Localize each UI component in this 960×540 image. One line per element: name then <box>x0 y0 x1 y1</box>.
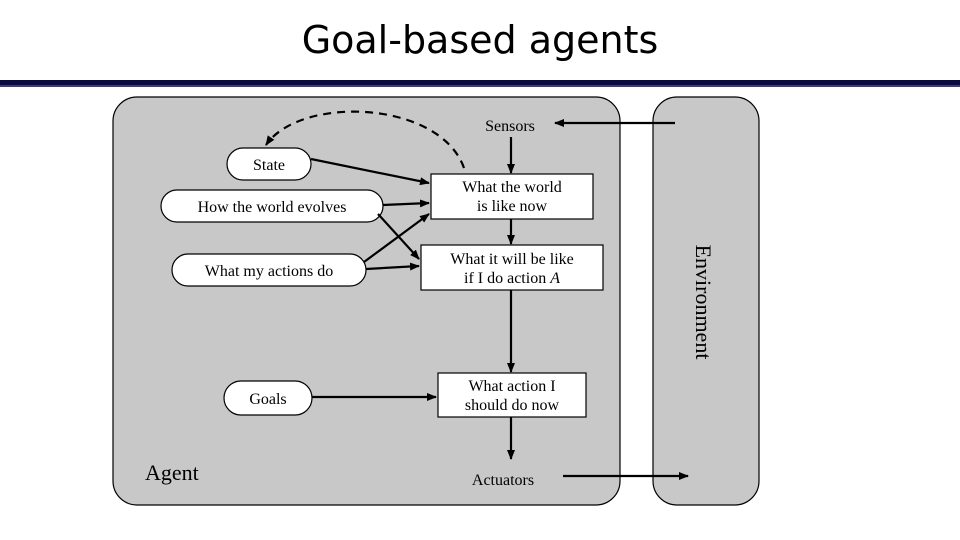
actions-to-world-if-action-arrow <box>365 262 420 271</box>
agent-panel <box>112 96 621 506</box>
actuators-label: Actuators <box>472 472 534 489</box>
world-if-action-line-2: if I do action A <box>464 270 560 287</box>
world-now-box <box>430 173 594 220</box>
world-now-to-state-feedback-arrow <box>265 110 466 169</box>
action-variable: A <box>549 270 560 287</box>
state-node <box>226 147 312 181</box>
title-divider <box>0 80 960 85</box>
action-choice-box <box>437 372 587 418</box>
action-choice-line-2: should do now <box>465 397 560 414</box>
world-evolves-node <box>160 189 384 223</box>
slide-title: Goal-based agents <box>301 18 659 62</box>
world-now-line-1: What the world <box>462 179 562 196</box>
state-label: State <box>253 157 285 174</box>
evolves-to-world-if-action-arrow <box>377 213 420 260</box>
agent-label: Agent <box>145 460 199 485</box>
state-to-world-now-arrow <box>310 157 430 186</box>
environment-panel <box>652 96 760 506</box>
actions-do-node <box>171 253 367 287</box>
world-evolves-label: How the world evolves <box>198 199 347 216</box>
environment-label: Environment <box>691 245 716 360</box>
goals-label: Goals <box>249 391 286 408</box>
world-if-action-line-2-text: if I do action <box>464 270 550 287</box>
world-now-line-2: is like now <box>477 198 548 215</box>
action-choice-line-1: What action I <box>468 378 555 395</box>
world-if-action-line-1: What it will be like <box>450 251 574 268</box>
actions-do-label: What my actions do <box>205 263 333 280</box>
actions-to-world-now-arrow <box>363 213 430 263</box>
sensors-label: Sensors <box>485 118 535 135</box>
evolves-to-world-now-arrow <box>382 199 430 208</box>
world-if-action-box <box>420 244 604 291</box>
